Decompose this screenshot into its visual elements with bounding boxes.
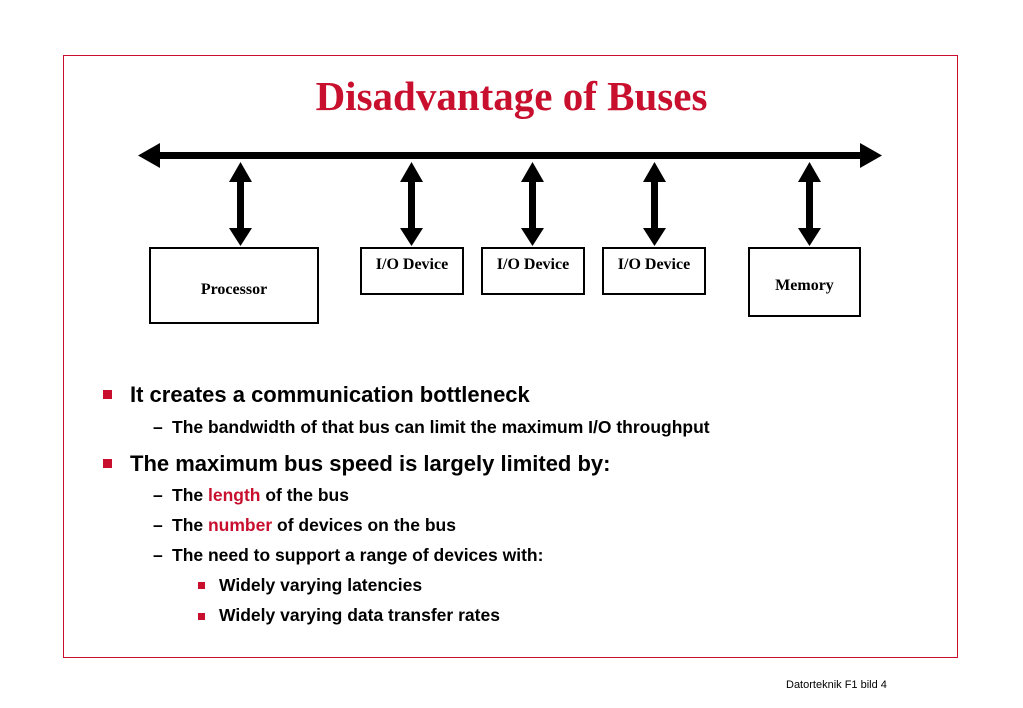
io-device-label: I/O Device	[375, 256, 449, 273]
bullet-square-icon	[103, 459, 112, 468]
processor-box: Processor	[149, 247, 319, 324]
slide-title: Disadvantage of Buses	[315, 73, 708, 119]
sub-bullet-text: The need to support a range of devices w…	[172, 545, 544, 565]
processor-label: Processor	[200, 281, 268, 298]
sub-bullet-post: of the bus	[260, 485, 349, 505]
io-device-label: I/O Device	[617, 256, 691, 273]
io-device-box-3: I/O Device	[602, 247, 706, 295]
io-device-box-1: I/O Device	[360, 247, 464, 295]
dash-icon: –	[153, 417, 163, 437]
processor-connector-arrow	[229, 162, 252, 246]
io-device-label: I/O Device	[496, 256, 570, 273]
slide-frame	[63, 55, 958, 658]
memory-box: Memory	[748, 247, 861, 317]
sub-bullet-pre: The	[172, 485, 208, 505]
memory-connector-arrow	[798, 162, 821, 246]
sub-bullet-pre: The	[172, 515, 208, 535]
slide-footer: Datorteknik F1 bild 4	[786, 679, 887, 691]
bullet-square-icon	[103, 390, 112, 399]
memory-label: Memory	[775, 277, 834, 294]
sub-bullet-number: The number of devices on the bus	[172, 515, 456, 536]
sub-bullet-text: The bandwidth of that bus can limit the …	[172, 417, 710, 437]
main-bus-arrow	[138, 143, 882, 168]
io-device-3-connector-arrow	[643, 162, 666, 246]
sub-sub-bullet-text: Widely varying latencies	[219, 575, 423, 595]
bullet-square-icon	[198, 613, 205, 620]
bullet-1-text: It creates a communication bottleneck	[130, 382, 530, 407]
io-device-2-connector-arrow	[521, 162, 544, 246]
highlight-length: length	[207, 485, 261, 505]
bullet-square-icon	[198, 582, 205, 589]
bullet-2-text: The maximum bus speed is largely limited…	[130, 451, 611, 476]
io-device-1-connector-arrow	[400, 162, 423, 246]
sub-bullet-length: The length of the bus	[172, 485, 349, 506]
highlight-number: number	[207, 515, 273, 535]
dash-icon: –	[153, 515, 163, 535]
sub-bullet-post: of devices on the bus	[272, 515, 456, 535]
io-device-box-2: I/O Device	[481, 247, 585, 295]
sub-sub-bullet-text: Widely varying data transfer rates	[219, 605, 500, 625]
dash-icon: –	[153, 545, 163, 565]
dash-icon: –	[153, 485, 163, 505]
